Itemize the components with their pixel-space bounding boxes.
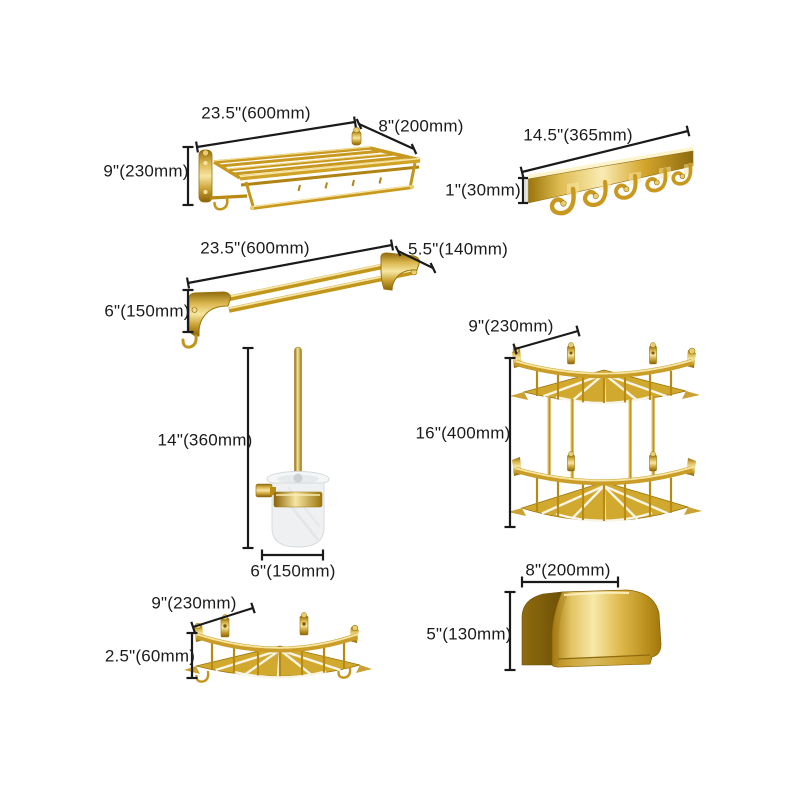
corner-basket-height-dimension: [186, 631, 198, 680]
corner-basket-depth-dimension: [190, 602, 256, 633]
two-tier-basket-height-label: 16"(400mm): [415, 423, 511, 443]
hook-rail-illustration: [524, 147, 694, 216]
two-tier-basket-height-dimension: [504, 356, 516, 529]
two-tier-basket-depth-label: 9"(230mm): [468, 316, 554, 336]
two-tier-basket-depth-dimension: [512, 325, 581, 355]
towel-bar-depth-dimension: [394, 245, 437, 274]
paper-holder-height-dimension: [504, 590, 516, 672]
hook-rail-width-dimension: [519, 125, 691, 178]
towel-rack-height-dimension: [182, 145, 194, 207]
dimension-lines: [182, 116, 691, 680]
toilet-brush-illustration: [255, 346, 330, 548]
towel-bar-illustration: [181, 252, 420, 349]
towel-rack-illustration: [198, 126, 421, 211]
towel-rack-height-label: 9"(230mm): [103, 161, 189, 181]
paper-holder-illustration: [521, 589, 662, 668]
toilet-brush-height-dimension: [242, 346, 254, 550]
hook-rail-width-label: 14.5"(365mm): [523, 125, 633, 145]
towel-rack-depth-dimension: [355, 118, 418, 155]
paper-holder-width-label: 8"(200mm): [525, 560, 611, 580]
towel-bar-width-label: 23.5"(600mm): [200, 238, 310, 258]
towel-bar-height-dimension: [182, 288, 194, 334]
toilet-brush-width-label: 6"(150mm): [250, 561, 336, 581]
hook-rail-height-label: 1"(30mm): [445, 180, 521, 200]
towel-bar-depth-label: 5.5"(140mm): [408, 239, 508, 259]
towel-rack-depth-label: 8"(200mm): [378, 116, 464, 136]
corner-basket-depth-label: 9"(230mm): [151, 593, 237, 613]
paper-holder-height-label: 5"(130mm): [426, 624, 512, 644]
towel-bar-width-dimension: [185, 239, 395, 289]
paper-holder-width-dimension: [520, 576, 620, 588]
towel-bar-height-label: 6"(150mm): [104, 301, 190, 321]
hook-rail-height-dimension: [518, 176, 528, 205]
toilet-brush-height-label: 14"(360mm): [157, 430, 253, 450]
towel-rack-width-label: 23.5"(600mm): [201, 103, 311, 123]
towel-rack-width-dimension: [195, 116, 357, 153]
corner-basket-illustration: [184, 612, 372, 683]
two-tier-corner-basket-illustration: [508, 342, 702, 522]
corner-basket-height-label: 2.5"(60mm): [104, 646, 196, 666]
toilet-brush-width-dimension: [260, 549, 325, 561]
